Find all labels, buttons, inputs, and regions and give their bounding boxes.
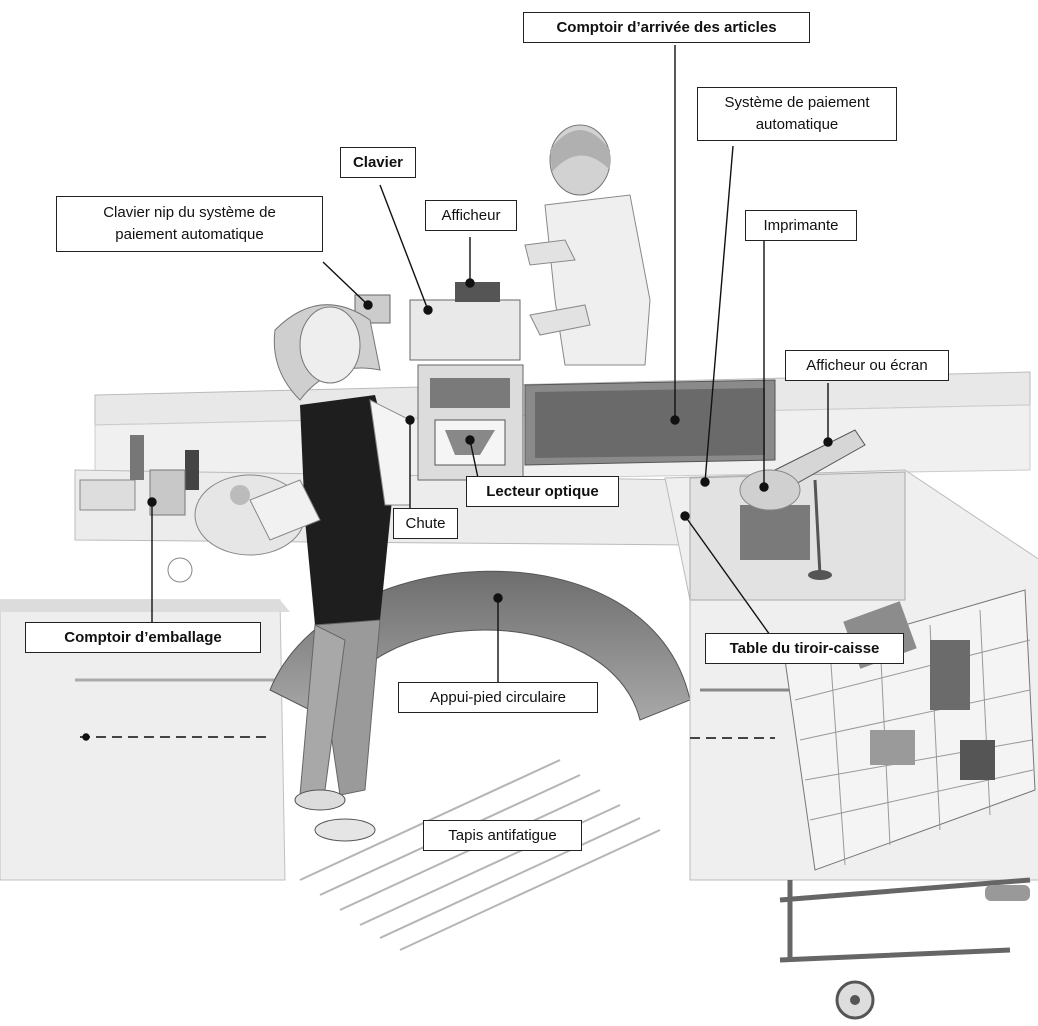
label-chute: Chute [393,508,458,539]
label-lecteur-optique: Lecteur optique [466,476,619,507]
label-systeme-paiement: Système de paiement automatique [697,87,897,141]
label-clavier: Clavier [340,147,416,178]
printer-shape [740,470,800,510]
label-comptoir-arrivee: Comptoir d’arrivée des articles [523,12,810,43]
label-clavier-nip: Clavier nip du système de paiement autom… [56,196,323,252]
label-afficheur: Afficheur [425,200,517,231]
label-comptoir-emballage: Comptoir d’emballage [25,622,261,653]
label-appui-pied: Appui-pied circulaire [398,682,598,713]
label-afficheur-ecran: Afficheur ou écran [785,350,949,381]
label-table-tiroir: Table du tiroir-caisse [705,633,904,664]
label-imprimante: Imprimante [745,210,857,241]
label-tapis: Tapis antifatigue [423,820,582,851]
customer-figure [525,125,650,365]
conveyor-belt [525,380,775,465]
